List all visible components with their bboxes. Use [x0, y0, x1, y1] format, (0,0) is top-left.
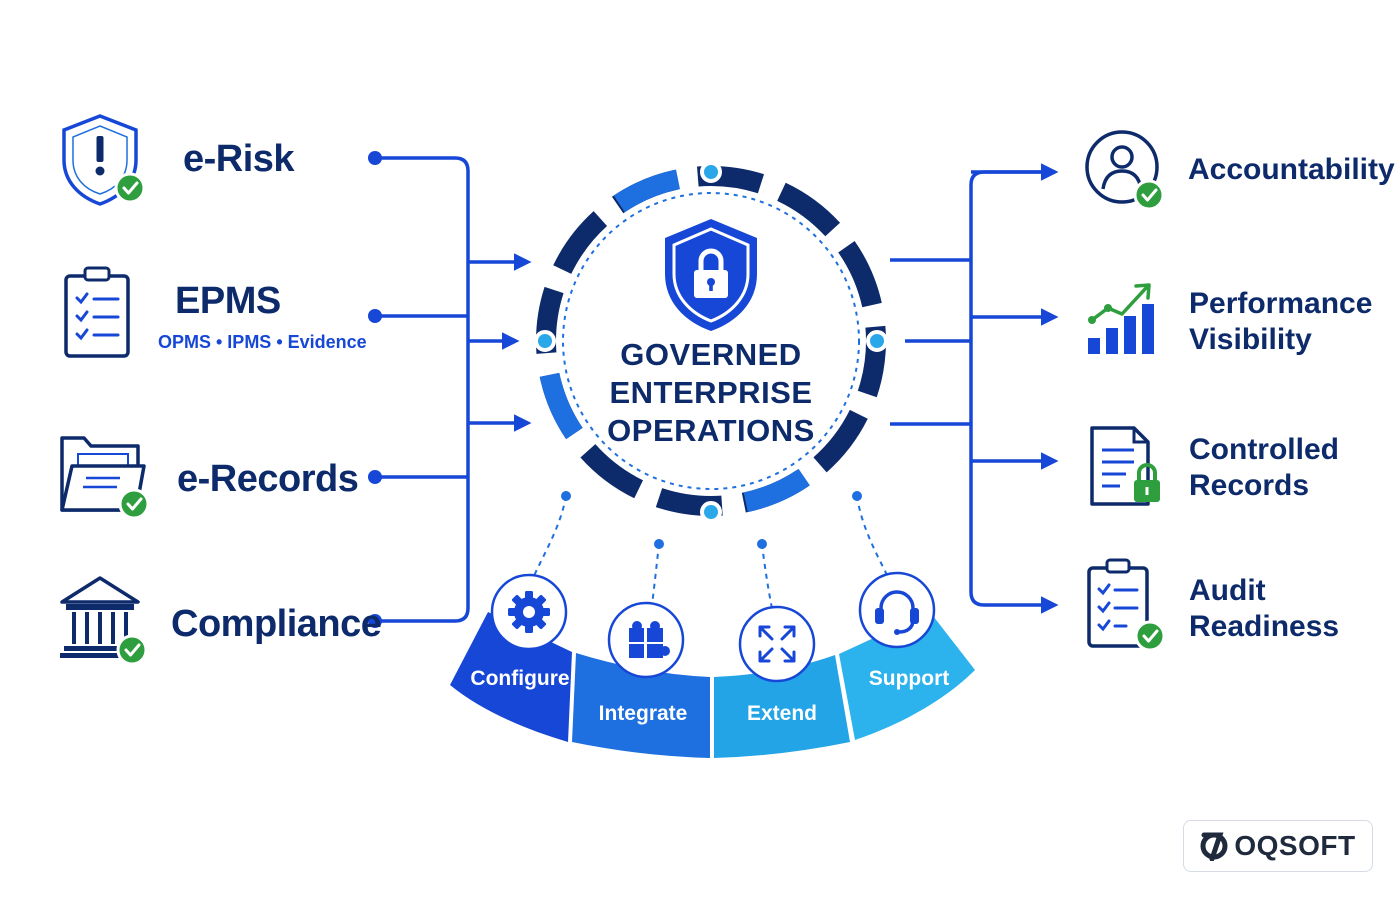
output-label-controlled-records: Controlled Records [1189, 432, 1339, 504]
expand-arrows-icon [738, 605, 816, 683]
output-label-audit-readiness: Audit Readiness [1189, 573, 1339, 645]
brand-mark-icon [1200, 832, 1228, 861]
output-label-line: Readiness [1189, 610, 1340, 643]
service-label-configure[interactable]: Configure [470, 667, 570, 690]
input-label-compliance: Compliance [171, 603, 382, 645]
brand-name: OQSOFT [1234, 830, 1356, 861]
folder-document-icon [60, 436, 150, 520]
shield-lock-icon [665, 219, 757, 331]
shield-alert-icon [62, 114, 146, 206]
headset-icon [858, 571, 936, 649]
output-label-accountability: Accountability [1188, 152, 1395, 188]
output-label-line: Accountability [1188, 153, 1395, 186]
input-label-erisk: e-Risk [183, 138, 295, 180]
service-label-integrate[interactable]: Integrate [598, 702, 688, 725]
center-title-line-3: OPERATIONS [607, 413, 815, 448]
center-title-line-1: GOVERNED [620, 337, 802, 372]
brand-logo: OQSOFT [1183, 820, 1373, 872]
output-label-performance-visibility: Performance Visibility [1189, 286, 1372, 358]
input-connectors [375, 156, 532, 623]
service-segment-support[interactable] [839, 612, 975, 740]
center-title-line-2: ENTERPRISE [609, 375, 813, 410]
output-label-line: Controlled [1189, 433, 1339, 466]
service-connector-dots [561, 491, 862, 549]
input-sublabel-epms: OPMS • IPMS • Evidence [158, 332, 367, 352]
center-title: GOVERNED ENTERPRISE OPERATIONS [586, 336, 836, 450]
output-label-line: Visibility [1189, 323, 1312, 356]
user-check-icon [1085, 130, 1165, 211]
document-lock-icon [1090, 426, 1160, 506]
output-label-line: Performance [1189, 287, 1373, 320]
output-label-line: Audit [1189, 574, 1266, 607]
service-label-extend[interactable]: Extend [746, 702, 817, 725]
input-label-erecords: e-Records [177, 458, 359, 500]
institution-icon [60, 576, 148, 666]
input-connector-dots [368, 151, 382, 628]
ring-nodes [534, 161, 888, 523]
gear-icon [490, 573, 568, 651]
bar-chart-trend-icon [1088, 283, 1154, 354]
service-segment-extend[interactable] [714, 655, 850, 758]
service-segment-integrate[interactable] [572, 653, 710, 758]
output-label-line: Records [1189, 469, 1310, 502]
puzzle-icon [607, 601, 685, 679]
service-label-support[interactable]: Support [868, 667, 950, 690]
output-connectors [890, 163, 1059, 614]
input-label-epms: EPMS [175, 280, 281, 322]
service-connectors [529, 495, 893, 619]
clipboard-check-icon [1087, 558, 1166, 652]
clipboard-checklist-icon [64, 266, 130, 358]
service-arc [450, 612, 975, 758]
